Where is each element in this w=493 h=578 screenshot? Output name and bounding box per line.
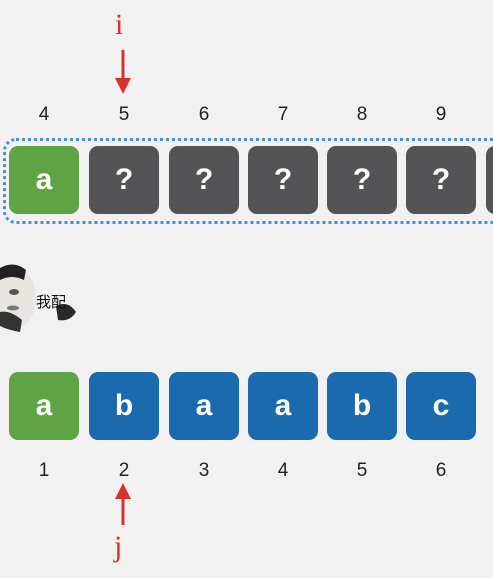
pattern-cell: ? [89,146,159,214]
text-index: 3 [198,460,210,481]
text-index: 5 [356,460,368,481]
text-index: 2 [118,460,130,481]
pattern-index: 5 [118,104,130,125]
text-index: 4 [277,460,289,481]
pattern-window-frame [3,138,493,224]
pattern-cell-partial [486,146,493,214]
pattern-cell: ? [406,146,476,214]
pattern-cell: ? [248,146,318,214]
text-cell: a [169,372,239,440]
pointer-i-label: i [115,8,124,41]
pattern-index: 4 [38,104,50,125]
pattern-cell: ? [327,146,397,214]
panda-meme-icon [0,260,78,338]
text-cell: b [89,372,159,440]
pointer-j-arrow-icon [115,483,131,525]
meme-caption: 我配 [36,293,67,311]
pattern-index: 8 [356,104,368,125]
text-cell: a [248,372,318,440]
text-cell: a [9,372,79,440]
pattern-index: 9 [435,104,447,125]
text-index: 1 [38,460,50,481]
pointer-i-arrow-icon [115,50,131,94]
pattern-cell: ? [169,146,239,214]
pattern-cell: a [9,146,79,214]
pattern-index: 6 [198,104,210,125]
text-cell: c [406,372,476,440]
text-cell: b [327,372,397,440]
pattern-index: 7 [277,104,289,125]
text-index: 6 [435,460,447,481]
pointer-j-label: j [114,530,123,563]
